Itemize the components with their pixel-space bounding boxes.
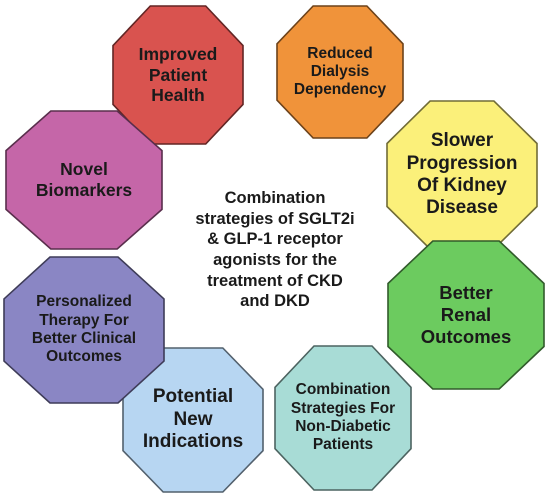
node-label: Improved Patient Health [138, 44, 218, 106]
node-label: Novel Biomarkers [35, 159, 133, 200]
node-label: Personalized Therapy For Better Clinical… [31, 293, 137, 366]
octagon-shape [387, 240, 545, 390]
octagon-fill [122, 347, 264, 493]
node-label: Reduced Dialysis Dependency [293, 44, 387, 99]
octagon-fill [3, 256, 165, 404]
octagon-shape [112, 5, 244, 145]
octagon-fill [112, 5, 244, 145]
octagon-shape [3, 256, 165, 404]
octagon-shape [274, 345, 412, 491]
octagon-shape [276, 5, 404, 139]
octagon-shape [5, 110, 163, 250]
octagon-fill [274, 345, 412, 491]
center-title: Combination strategies of SGLT2i & GLP-1… [195, 189, 355, 311]
node-potential-new-indications: Potential New Indications [122, 347, 264, 493]
node-better-renal-outcomes: Better Renal Outcomes [387, 240, 545, 390]
node-combination-non-diabetic: Combination Strategies For Non-Diabetic … [274, 345, 412, 491]
octagon-fill [5, 110, 163, 250]
node-personalized-therapy: Personalized Therapy For Better Clinical… [3, 256, 165, 404]
octagon-fill [387, 240, 545, 390]
octagon-shape [122, 347, 264, 493]
node-slower-progression: Slower Progression Of Kidney Disease [386, 100, 538, 250]
octagon-fill [276, 5, 404, 139]
node-improved-patient-health: Improved Patient Health [112, 5, 244, 145]
node-label: Slower Progression Of Kidney Disease [406, 130, 518, 219]
node-reduced-dialysis-dependency: Reduced Dialysis Dependency [276, 5, 404, 139]
node-label: Potential New Indications [142, 386, 244, 453]
node-label: Combination Strategies For Non-Diabetic … [290, 381, 396, 454]
node-label: Better Renal Outcomes [420, 282, 512, 347]
node-novel-biomarkers: Novel Biomarkers [5, 110, 163, 250]
